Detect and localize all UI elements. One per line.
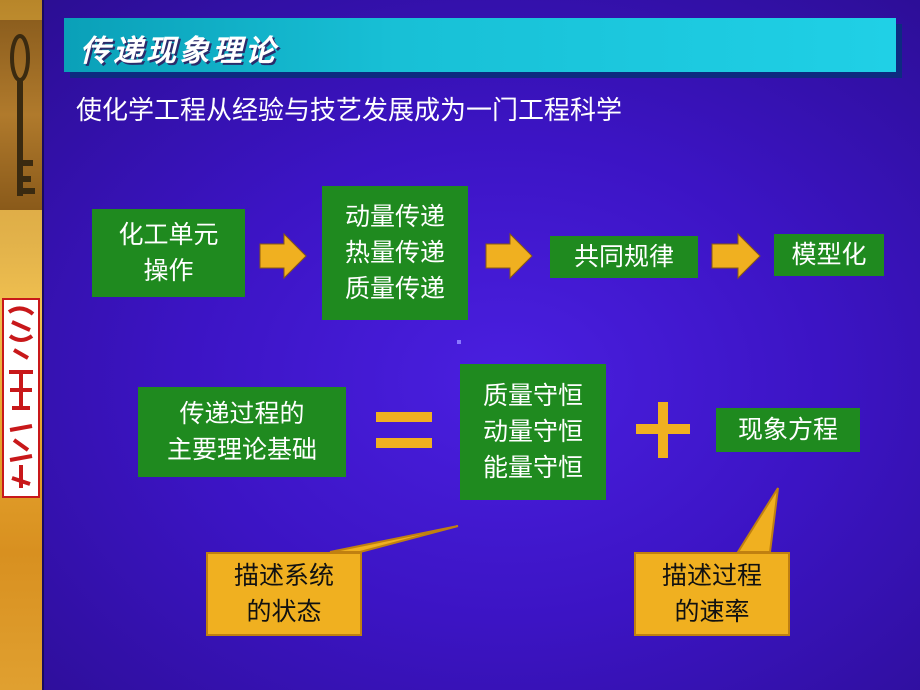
box-line: 共同规律 [573,241,674,271]
callout-process-rate: 描述过程 的速率 [634,552,790,636]
callout-pointer-left [329,525,459,553]
box-line: 现象方程 [737,414,838,444]
arrow-icon [711,232,761,280]
modeling-box: 模型化 [774,234,884,276]
title-bar [64,18,896,72]
callout-line: 描述过程 [661,560,762,590]
common-laws-box: 共同规律 [550,236,698,278]
conservation-laws-box: 质量守恒 动量守恒 能量守恒 [460,364,606,500]
red-seal-stamp [2,298,40,498]
callout-system-state: 描述系统 的状态 [206,552,362,636]
box-line: 传递过程的 [179,398,305,428]
plus-vertical-bar [658,402,668,458]
theory-foundation-box: 传递过程的 主要理论基础 [138,387,346,477]
phenomenological-equations-box: 现象方程 [716,408,860,452]
box-line: 质量传递 [344,274,445,304]
box-line: 热量传递 [344,237,445,267]
equals-bar-bottom [376,438,432,448]
arrow-icon [485,232,533,280]
key-icon [10,34,35,196]
slide-subtitle: 使化学工程从经验与技艺发展成为一门工程科学 [76,96,623,126]
box-line: 能量守恒 [482,453,583,483]
box-line: 模型化 [791,239,867,269]
arrow-icon [259,232,307,280]
callout-line: 的速率 [674,597,750,626]
transfer-types-box: 动量传递 热量传递 质量传递 [322,186,468,320]
unit-operations-box: 化工单元 操作 [92,209,245,297]
box-line: 主要理论基础 [166,435,317,464]
box-line: 质量守恒 [482,380,583,410]
equals-bar-top [376,412,432,422]
slide-title: 传递现象理论 [80,34,278,69]
box-line: 动量传递 [344,201,445,231]
callout-pointer-right [736,487,779,553]
antique-key-image [0,20,42,210]
small-dot [457,340,461,344]
box-line: 动量守恒 [482,416,583,446]
callout-line: 的状态 [246,597,322,626]
callout-line: 描述系统 [233,560,334,590]
box-line: 操作 [143,256,194,285]
box-line: 化工单元 [118,219,219,249]
strip-divider [42,0,44,690]
